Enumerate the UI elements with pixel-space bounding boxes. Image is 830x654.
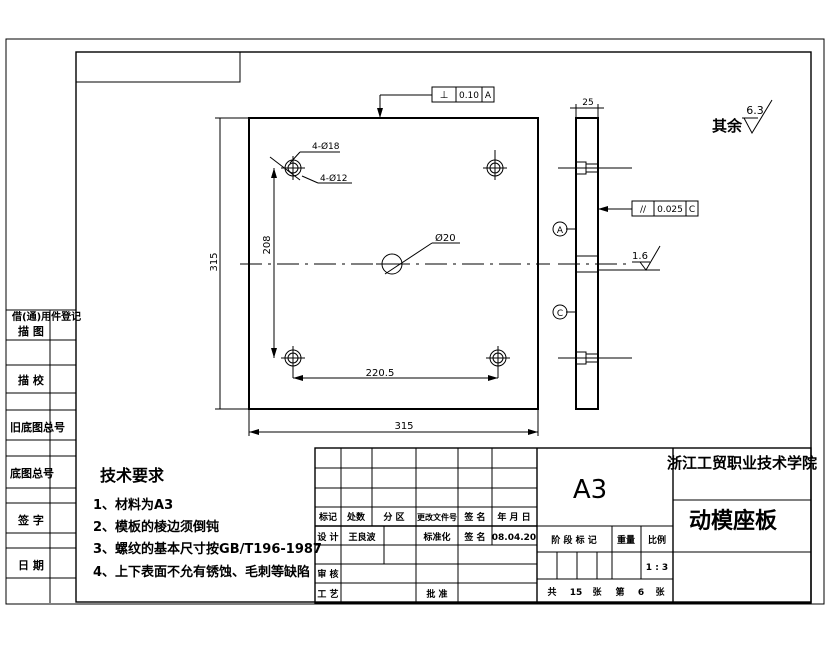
part-name: 动模座板 [689,508,778,534]
perpendicularity-value: 0.10 [459,91,479,101]
center-hole: Ø20 [376,232,460,275]
side-item-trace: 描 图 [18,324,44,338]
side-item-check: 描 校 [18,373,45,387]
inner-frame [75,51,812,603]
design-date: 08.04.20 [492,533,536,543]
top-left-label-box [75,51,241,83]
outer-frame [5,38,825,605]
hdr-count: 处数 [346,511,366,523]
side-column: 借(通)用件登记 描 图 描 校 旧底图总号 底图总号 签 字 日 期 [6,309,81,603]
center-hole-dim: Ø20 [435,232,456,244]
scale-label: 比例 [648,534,666,546]
technical-notes: 技术要求 1、材料为A3 2、模板的棱边须倒钝 3、螺纹的基本尺寸按GB/T19… [93,466,322,580]
front-view: Ø20 4-Ø18 4-Ø12 315 208 220.5 315 [209,86,550,436]
side-item-signature: 签 字 [17,513,44,527]
hole-spacing-v-dim: 208 [262,235,273,254]
sheets-total: 15 [570,588,583,598]
thickness-dim: 25 [582,98,593,108]
sheet-no-label: 第 [615,586,624,598]
hdr-mark: 标记 [318,511,337,523]
perpendicularity-datum: A [485,91,492,101]
perpendicularity-frame [431,86,495,103]
rest-roughness-value: 6.3 [746,104,764,117]
parallelism-datum: C [689,205,695,215]
datum-a-marker [552,221,568,237]
hole-bottom-right [486,346,510,378]
notes-title: 技术要求 [100,466,165,485]
hole-bottom-left [281,346,305,378]
sheet-unit-1: 张 [592,586,602,598]
hole-spacing-h-dim: 220.5 [366,368,395,379]
note-item-2: 2、模板的棱边须倒钝 [93,519,219,535]
stage-label: 阶 段 标 记 [551,534,596,546]
hdr-change-doc: 更改文件号 [417,512,457,522]
standard-label: 标准化 [422,531,450,543]
hole-top-right [483,150,507,180]
rest-roughness-label: 其余 [712,117,743,135]
review-label: 审 核 [317,568,338,580]
sign-label: 签 名 [463,531,485,543]
width-dim: 315 [394,421,413,432]
note-item-3: 3、螺纹的基本尺寸按GB/T196-1987 [93,541,322,557]
note-item-1: 1、材料为A3 [93,497,173,513]
note-item-4: 4、上下表面不允有锈蚀、毛刺等缺陷 [93,564,310,580]
sheet-no: 6 [638,588,644,598]
datum-a-label: A [557,226,564,236]
hdr-zone: 分 区 [383,511,404,523]
weight-label: 重量 [617,534,635,546]
school-name: 浙江工贸职业技术学院 [667,454,817,472]
scale-value: 1 : 3 [646,563,668,573]
parallelism-value: 0.025 [657,205,683,215]
side-item-base-no: 底图总号 [10,466,54,480]
hdr-date: 年 月 日 [497,511,530,523]
face-roughness-value: 1.6 [632,251,648,262]
side-item-old-base-no: 旧底图总号 [10,420,65,434]
side-item-date: 日 期 [18,558,44,572]
rest-roughness-note: 其余 6.3 [712,99,773,135]
perpendicularity-symbol: ⊥ [440,90,449,101]
sheet-unit-2: 张 [655,586,665,598]
height-dim: 315 [209,252,220,271]
side-view: 25 A C // 0.025 C 1.6 [552,98,699,410]
hole-outer-dim: 4-Ø18 [312,141,340,152]
title-block: A3 浙江工贸职业技术学院 动模座板 标记 处数 分 区 更改文件号 签 名 年… [314,447,817,604]
designer-name: 王良波 [348,531,376,543]
hdr-sign: 签 名 [463,511,485,523]
approve-label: 批 准 [426,588,447,600]
parallelism-symbol: // [640,205,647,215]
material-title: A3 [573,475,607,505]
design-label: 设 计 [317,531,338,543]
process-label: 工 艺 [317,588,338,600]
side-item-reuse: 借(通)用件登记 [11,310,81,323]
datum-c-label: C [557,309,563,319]
hole-inner-dim: 4-Ø12 [320,173,348,184]
sheets-total-label: 共 [547,586,556,598]
parallelism-frame [631,200,699,217]
datum-c-marker [552,304,568,320]
